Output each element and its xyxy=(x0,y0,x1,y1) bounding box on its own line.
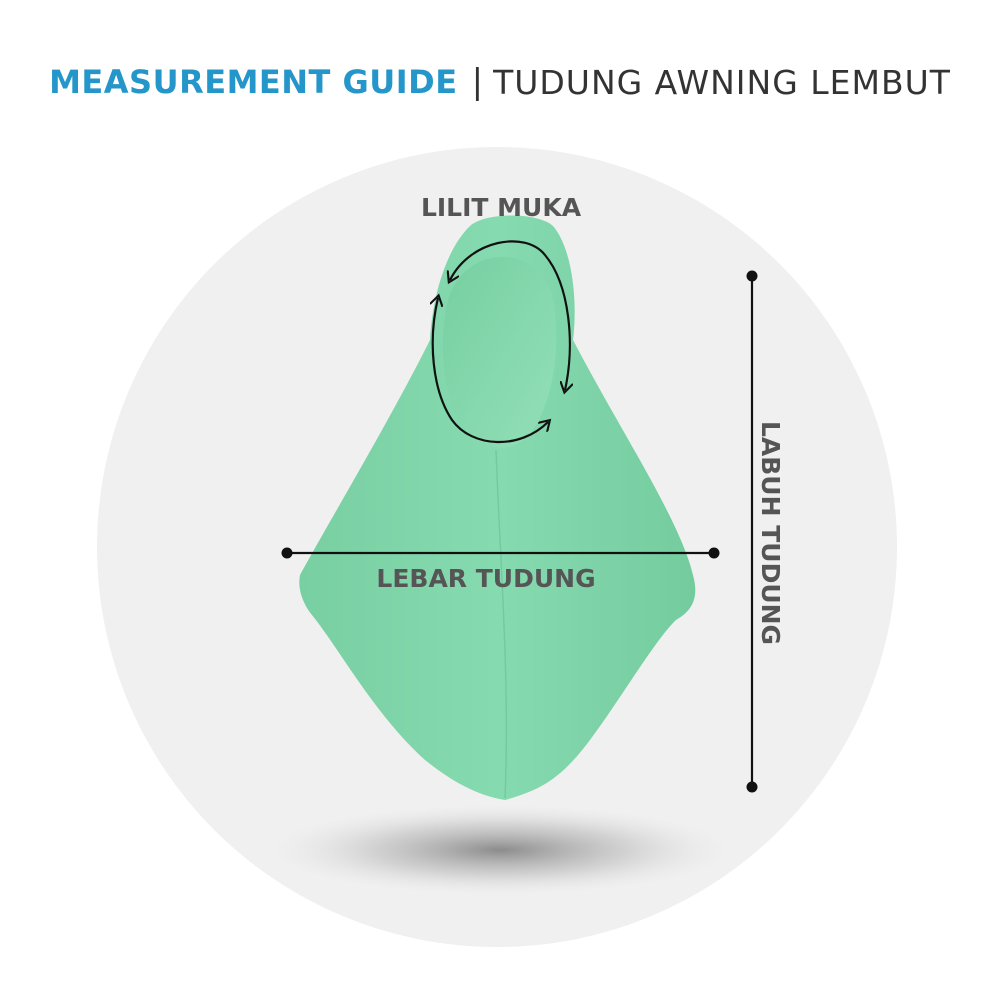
face-arrow-bottom xyxy=(433,298,548,444)
width-line-start-dot xyxy=(281,547,293,559)
drop-shadow xyxy=(270,805,730,895)
length-line-bottom-dot xyxy=(746,781,758,793)
label-lilit-muka: LILIT MUKA xyxy=(421,193,582,222)
title-separator: | xyxy=(471,62,484,102)
center-seam xyxy=(495,449,508,799)
length-line-top-dot xyxy=(746,270,758,282)
label-lebar-tudung: LEBAR TUDUNG xyxy=(376,564,595,593)
face-arrow-top xyxy=(450,240,570,390)
page-title: MEASUREMENT GUIDE | TUDUNG AWNING LEMBUT xyxy=(0,52,1000,112)
hijab-body xyxy=(299,215,696,800)
title-subtitle: TUDUNG AWNING LEMBUT xyxy=(493,62,951,102)
label-labuh-tudung: LABUH TUDUNG xyxy=(756,421,785,645)
title-main: MEASUREMENT GUIDE xyxy=(49,63,458,101)
width-line-end-dot xyxy=(708,547,720,559)
